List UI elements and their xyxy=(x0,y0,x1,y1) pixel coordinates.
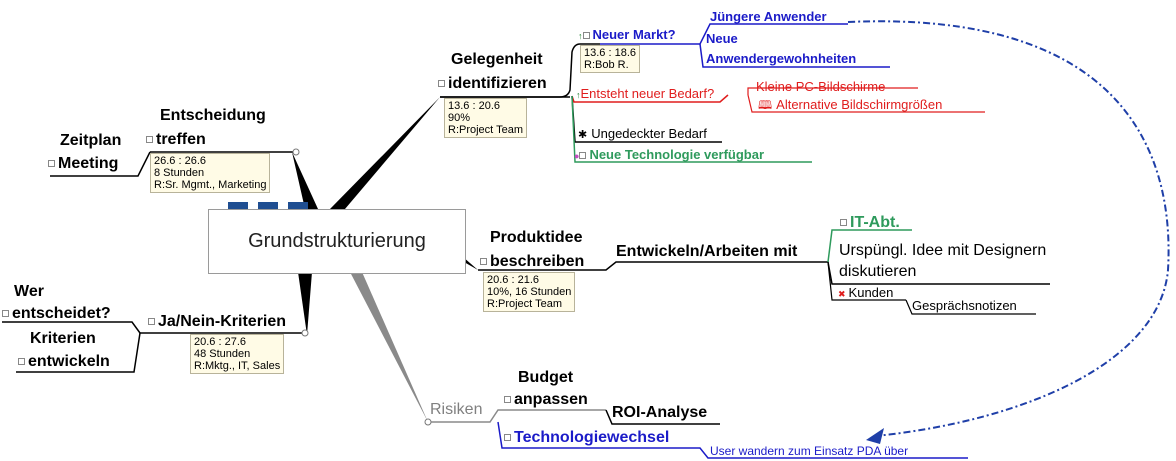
node-budget-line2[interactable]: anpassen xyxy=(504,391,588,409)
node-square-icon xyxy=(2,310,9,318)
node-square-icon xyxy=(504,396,511,404)
node-square-icon xyxy=(48,160,55,168)
node-gelegenheit-line2[interactable]: identifizieren xyxy=(438,75,547,93)
node-square-icon xyxy=(18,358,25,366)
link-alternative xyxy=(747,94,985,113)
branch-risiken xyxy=(350,272,428,422)
link-neue-technologie xyxy=(571,95,812,163)
handle-circle xyxy=(292,148,300,156)
node-entsteht-bedarf[interactable]: ↑Entsteht neuer Bedarf? xyxy=(576,86,715,101)
node-square-icon xyxy=(840,219,847,227)
node-produktidee-line2[interactable]: beschreiben xyxy=(480,253,584,271)
node-square-icon xyxy=(480,258,487,266)
node-budget-line1[interactable]: Budget xyxy=(518,369,574,386)
link-gespraech xyxy=(905,299,1036,315)
flag-icon: ↑ xyxy=(578,31,583,41)
node-wer-line1[interactable]: Wer xyxy=(14,283,44,300)
node-zeitplan-line1[interactable]: Zeitplan xyxy=(60,132,122,149)
node-square-icon xyxy=(148,318,155,326)
node-it-abt[interactable]: IT-Abt. xyxy=(840,214,900,232)
handle-circle xyxy=(424,418,432,426)
node-kriterien-line1[interactable]: Kriterien xyxy=(30,330,96,347)
link-budget xyxy=(428,409,606,423)
node-roi-analyse[interactable]: ROI-Analyse xyxy=(612,404,708,421)
node-alternative[interactable]: 🕮Alternative Bildschirmgrößen xyxy=(758,97,943,112)
node-entwickeln-arbeiten[interactable]: Entwickeln/Arbeiten mit xyxy=(616,243,798,260)
node-risiken[interactable]: Risiken xyxy=(430,401,483,418)
node-square-icon xyxy=(504,434,511,442)
node-janein[interactable]: Ja/Nein-Kriterien xyxy=(148,313,286,331)
marker-icon: ● xyxy=(574,151,580,161)
branch-gelegenheit xyxy=(330,97,440,209)
node-urspruengl-line1[interactable]: Urspüngl. Idee mit Designern xyxy=(839,242,1047,259)
link-entsteht-bedarf xyxy=(571,94,729,103)
relationship-arrow xyxy=(847,20,1170,437)
node-neue-line1[interactable]: Neue xyxy=(706,31,738,46)
node-kriterien-line2[interactable]: entwickeln xyxy=(18,353,110,371)
link-wer xyxy=(2,321,141,334)
branch-janein xyxy=(298,272,312,335)
link-technologiewechsel xyxy=(497,421,968,459)
node-neuer-markt[interactable]: ↑Neuer Markt? xyxy=(578,27,676,42)
link-kriterien xyxy=(16,332,141,373)
node-technologiewechsel[interactable]: Technologiewechsel xyxy=(504,429,669,447)
central-topic[interactable]: Grundstrukturierung xyxy=(208,209,466,274)
node-kunden[interactable]: ✖Kunden xyxy=(838,285,894,300)
node-user-wandern[interactable]: User wandern zum Einsatz PDA über xyxy=(710,444,909,458)
node-square-icon xyxy=(579,152,587,160)
link-zeitplan xyxy=(50,151,151,177)
flag-icon: ↑ xyxy=(576,90,581,100)
node-kleine-pc[interactable]: Kleine PC-Bildschirme xyxy=(756,79,886,94)
link-entwickeln xyxy=(478,261,828,271)
link-it-abt xyxy=(827,229,912,263)
node-square-icon xyxy=(146,136,153,144)
marker-icon: ✖ xyxy=(838,289,846,299)
node-juengere-anwender[interactable]: Jüngere Anwender xyxy=(710,9,827,24)
node-entscheidung-line1[interactable]: Entscheidung xyxy=(160,107,266,124)
node-urspruengl-line2[interactable]: diskutieren xyxy=(839,263,917,280)
link-roi xyxy=(605,409,720,425)
book-icon: 🕮 xyxy=(758,98,773,112)
node-neue-technologie[interactable]: ●Neue Technologie verfügbar xyxy=(574,147,765,162)
relationship-arrowhead xyxy=(866,428,884,444)
node-entscheidung-line2[interactable]: treffen xyxy=(146,131,206,149)
node-gespraechsnotizen[interactable]: Gesprächsnotizen xyxy=(912,298,1017,313)
node-square-icon xyxy=(582,32,590,40)
node-gelegenheit-line1[interactable]: Gelegenheit xyxy=(451,51,543,68)
branch-entscheidung xyxy=(292,152,318,209)
node-ungedeckter[interactable]: ✱Ungedeckter Bedarf xyxy=(578,126,707,141)
central-topic-label: Grundstrukturierung xyxy=(248,230,426,252)
node-neue-line2[interactable]: Anwendergewohnheiten xyxy=(706,51,857,66)
handle-circle xyxy=(301,329,309,337)
link-juengere xyxy=(600,23,848,45)
node-produktidee-line1[interactable]: Produktidee xyxy=(490,229,583,246)
link-kunden xyxy=(827,261,906,301)
link-kleine-pc xyxy=(747,87,918,95)
node-square-icon xyxy=(438,80,445,88)
link-neue-gewohnheiten xyxy=(699,43,890,68)
gear-icon: ✱ xyxy=(578,129,588,141)
node-wer-line2[interactable]: entscheidet? xyxy=(2,305,111,323)
node-zeitplan-line2[interactable]: Meeting xyxy=(48,155,118,173)
